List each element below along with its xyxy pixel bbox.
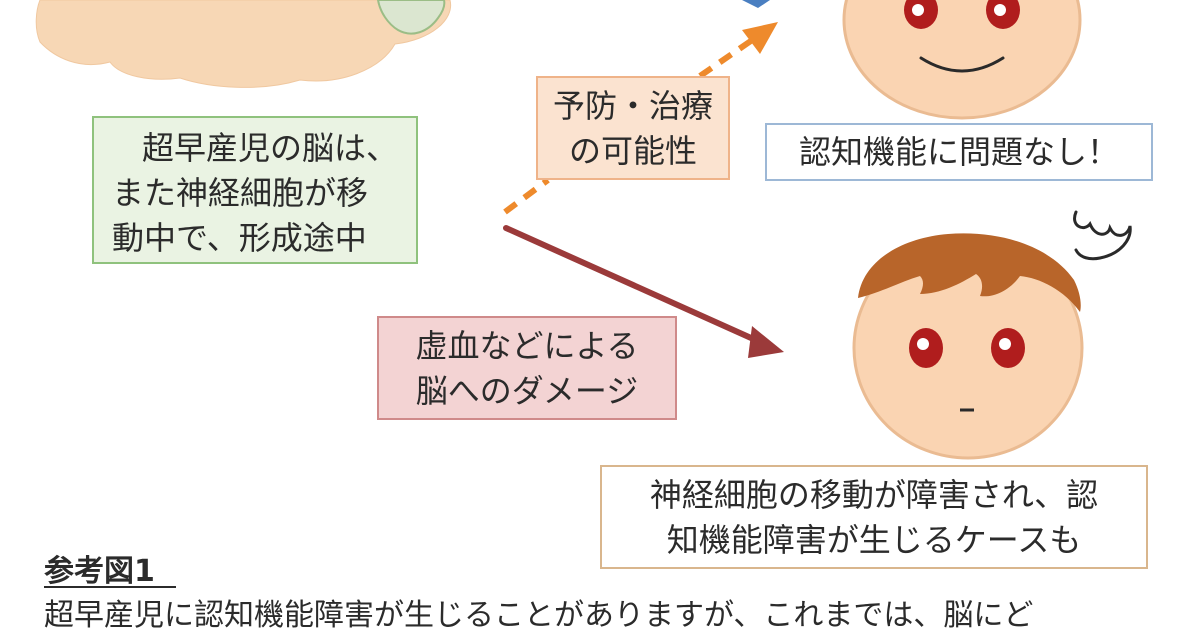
box-line: 虚血などによる (415, 327, 639, 365)
figure-title: 参考図1 (44, 554, 155, 589)
figure-caption: 超早産児に認知機能障害が生じることがありますが、これまでは、脳にど (44, 598, 1034, 633)
brain-illustration (35, 0, 452, 88)
box-line: 動中で、形成途中 (112, 218, 367, 257)
box-line: 予防・治療 (552, 87, 713, 125)
box-line: の可能性 (568, 131, 697, 170)
confused-squiggle (1073, 210, 1132, 261)
box-prevention-treatment: 予防・治療 の可能性 (536, 76, 730, 180)
box-line: 超早産児の脳は、 (142, 129, 399, 167)
box-line: 脳へのダメージ (415, 371, 639, 410)
arrow-prevention (503, 22, 778, 215)
impaired-child-face (852, 210, 1132, 460)
box-brain-damage: 虚血などによる 脳へのダメージ (377, 316, 677, 420)
smile (919, 56, 1005, 73)
box-line: 知機能障害が生じるケースも (666, 520, 1082, 559)
figure-title-underline (44, 586, 176, 588)
box-brain-development: 超早産児の脳は、 また神経細胞が移 動中で、形成途中 (92, 116, 418, 264)
box-cognitive-impairment: 神経細胞の移動が障害され、認 知機能障害が生じるケースも (600, 465, 1148, 569)
box-no-problem: 認知機能に問題なし！ (765, 123, 1153, 181)
healthy-child-face (842, 0, 1082, 120)
box-line: また神経細胞が移 (112, 173, 369, 212)
arrow-blue-tip (742, 0, 770, 8)
box-line: 神経細胞の移動が障害され、認 (649, 476, 1099, 514)
box-line: 認知機能に問題なし！ (798, 133, 1119, 171)
arrow-damage (503, 225, 784, 358)
hair (858, 233, 1081, 312)
